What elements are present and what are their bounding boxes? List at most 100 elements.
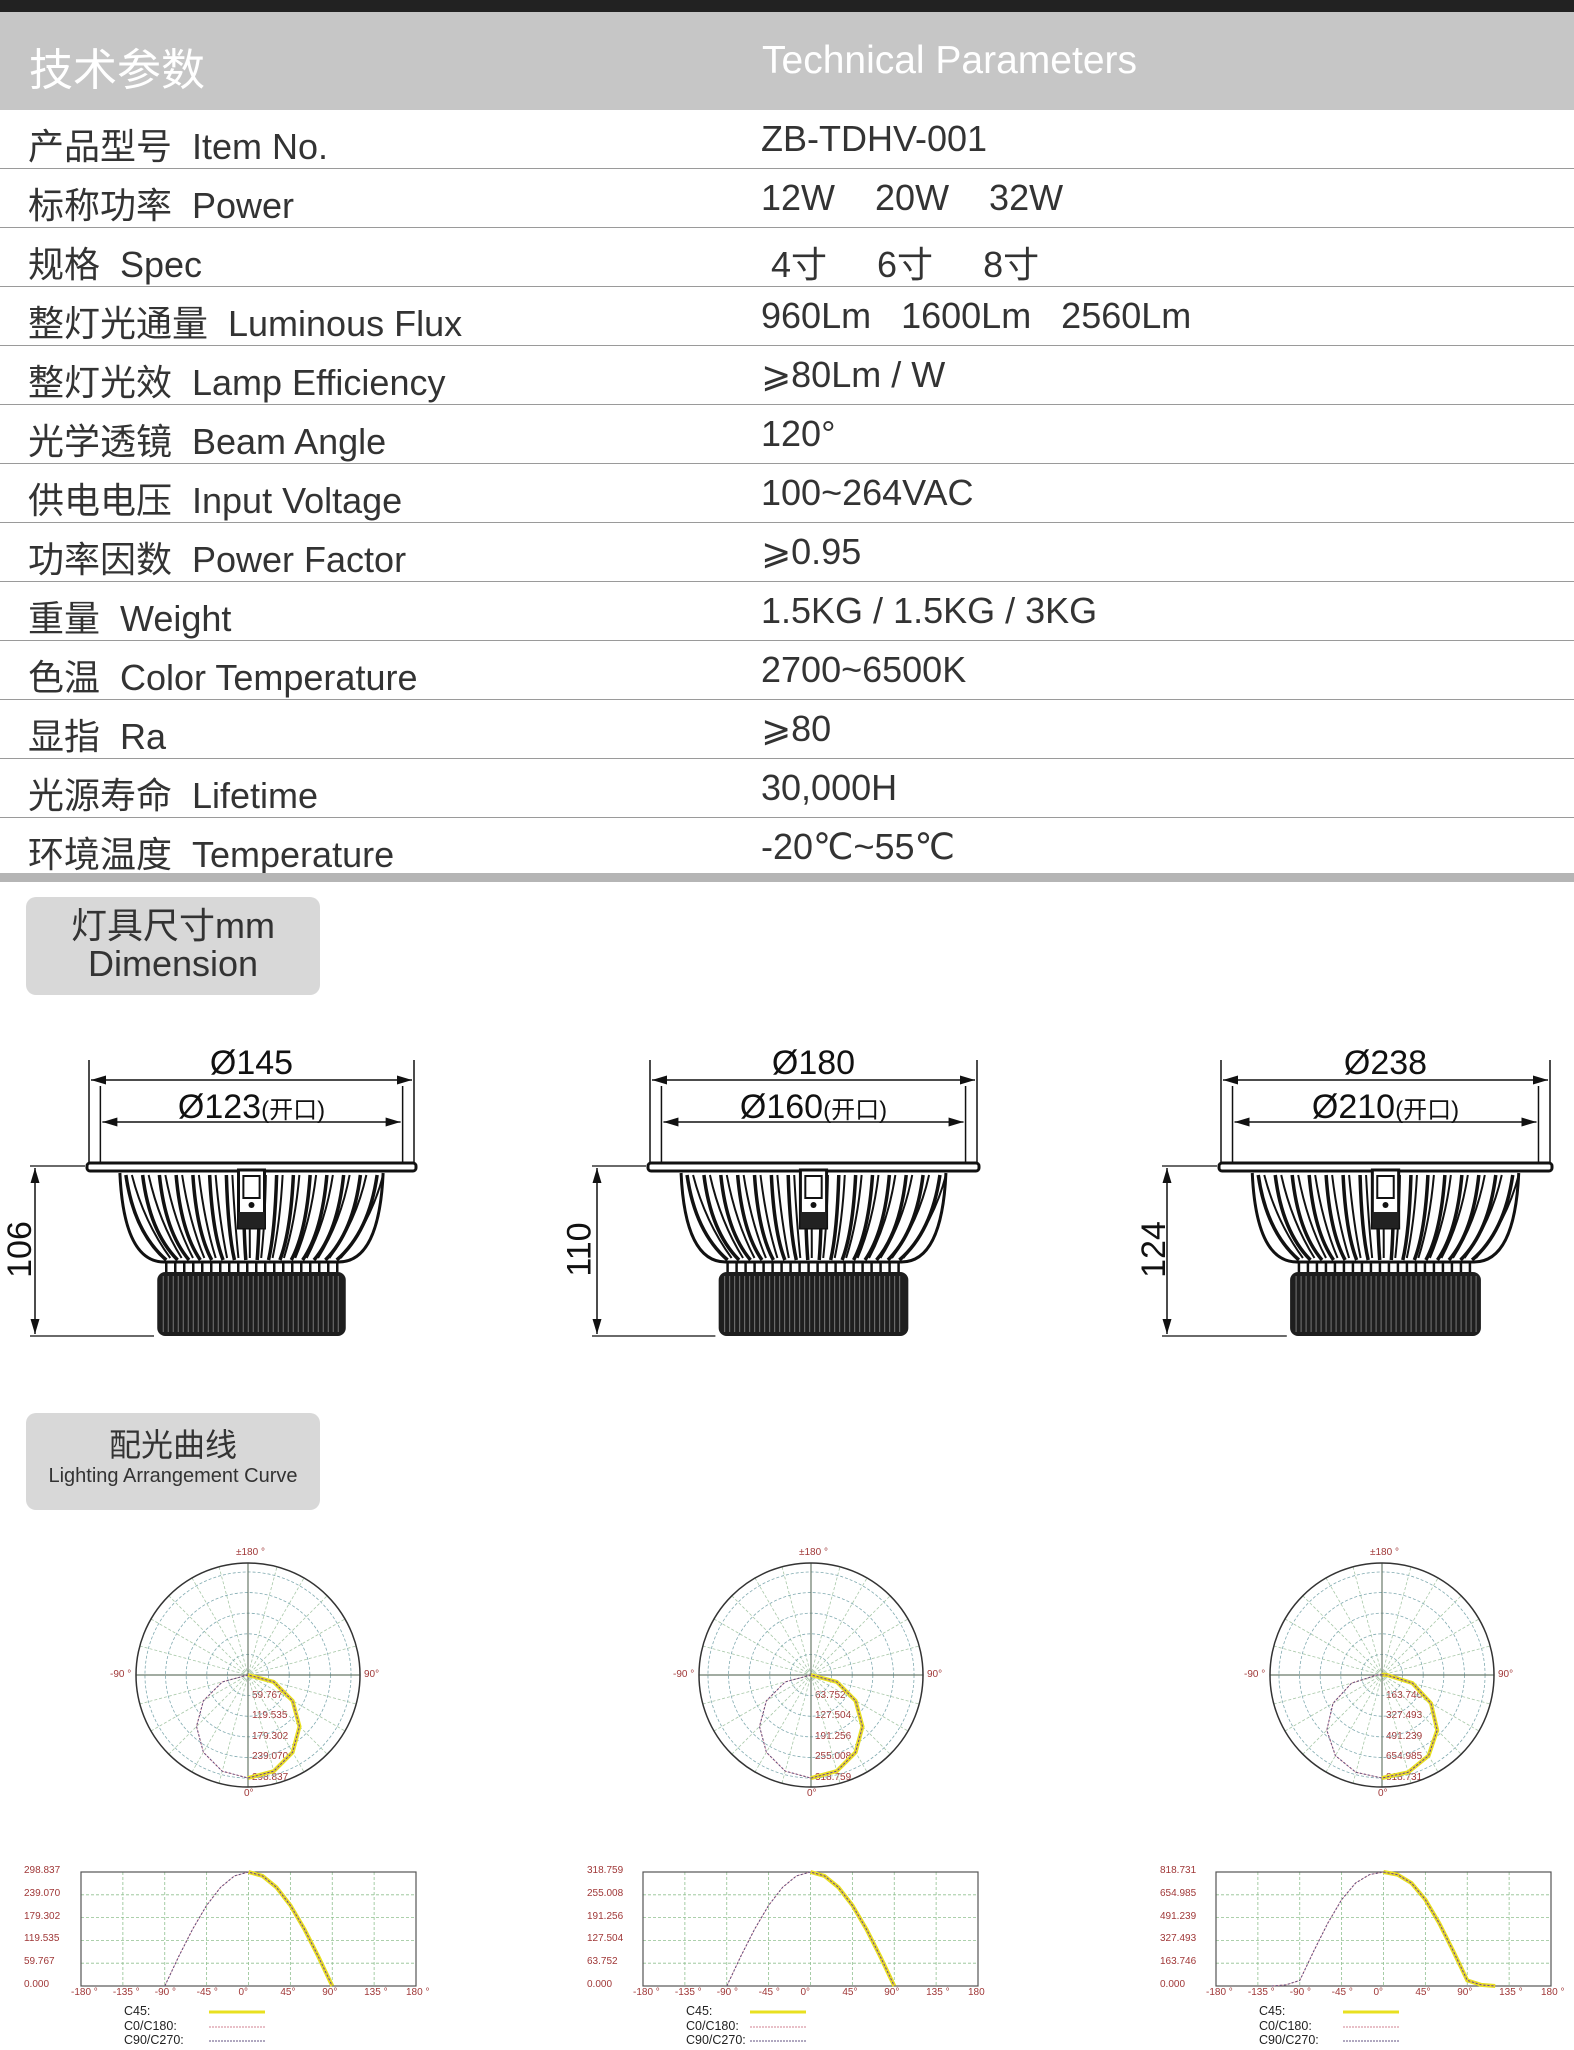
heatsink-fin <box>856 1174 880 1259</box>
heatsink-fin <box>702 1174 741 1262</box>
heatsink-outline <box>1250 1172 1521 1264</box>
y-tick-label: 327.493 <box>1160 1933 1197 1945</box>
heatsink-fin <box>1401 1174 1413 1261</box>
series-c0-c180 <box>1271 1871 1496 1987</box>
heatsink-fin <box>1440 1174 1469 1259</box>
spring-clip <box>237 1168 266 1230</box>
spec-label: 产品型号 Item No. <box>28 126 329 167</box>
heatsink-fin <box>803 1174 810 1261</box>
polar-ring <box>206 1633 290 1717</box>
inner-diameter-value: Ø160 <box>739 1088 824 1126</box>
heatsink-fin <box>793 1174 802 1259</box>
spec-value: ⩾0.95 <box>761 531 862 572</box>
spec-value: 960Lm 1600Lm 2560Lm <box>761 295 1192 336</box>
polar-label-bottom: 0° <box>1378 1788 1388 1799</box>
polar-spoke <box>754 1577 868 1773</box>
polar-ring-label: 818.731 <box>1386 1772 1423 1784</box>
heatsink-fin <box>708 1174 744 1259</box>
polar-ring-label: 59.767 <box>252 1689 283 1701</box>
inner-diameter-label: Ø123(开口) <box>178 1088 325 1127</box>
polar-ring <box>1278 1571 1486 1779</box>
y-tick-label: 191.256 <box>587 1910 624 1922</box>
polar-label-bottom: 0° <box>807 1788 817 1799</box>
heatsink-fin <box>1389 1174 1396 1261</box>
plot-frame <box>642 1871 979 1987</box>
x-tick-label: -135 ° <box>674 1987 702 1998</box>
curve-badge: 配光曲线 Lighting Arrangement Curve <box>26 1413 320 1510</box>
polar-spoke <box>1325 1577 1439 1773</box>
spec-value: 120° <box>761 413 836 454</box>
legend-label: C0/C180: <box>686 2019 739 2033</box>
polar-ring <box>1340 1633 1424 1717</box>
inner-diameter-label: Ø210(开口) <box>1312 1088 1459 1127</box>
spec-row: 显指 Ra⩾80 <box>0 700 1574 759</box>
x-tick-label: -45 ° <box>758 1987 780 1998</box>
heatsink-fin <box>1436 1174 1464 1262</box>
flange <box>1217 1161 1554 1173</box>
heatsink-fin <box>1375 1174 1382 1261</box>
clip-rivet <box>248 1202 255 1208</box>
x-tick-label: -180 ° <box>633 1987 660 1998</box>
heatsink-fin <box>1475 1174 1520 1259</box>
heatsink-fin <box>147 1174 183 1259</box>
heatsink-fin <box>769 1174 787 1261</box>
polar-spoke <box>168 1595 328 1755</box>
polar-spoke <box>1284 1618 1480 1732</box>
polar-label-bottom: 0° <box>244 1788 254 1799</box>
heatsink-fin <box>1297 1174 1327 1259</box>
polar-outline <box>135 1562 361 1788</box>
spec-row: 整灯光效 Lamp Efficiency⩾80Lm / W <box>0 346 1574 405</box>
heatsink-fin <box>742 1174 767 1259</box>
heatsink-fin <box>822 1174 829 1259</box>
series-c45 <box>247 1870 335 1987</box>
polar-spoke <box>713 1618 909 1732</box>
header-title-cn: 技术参数 <box>29 46 205 95</box>
heatsink-fin <box>879 1174 914 1259</box>
heatsink-fin <box>1365 1174 1374 1259</box>
polar-series-c90-c270 <box>195 1674 301 1779</box>
heatsink-fin <box>174 1174 202 1261</box>
polar-spoke <box>702 1645 920 1705</box>
heatsink-fin <box>294 1174 318 1259</box>
heatsink-fin <box>282 1174 301 1259</box>
x-tick-label: -135 ° <box>112 1987 140 1998</box>
outer-diameter-label: Ø145 <box>209 1044 294 1082</box>
height-label: 110 <box>560 1222 599 1277</box>
polar-ring <box>769 1633 853 1717</box>
y-tick-label: 491.239 <box>1160 1910 1197 1922</box>
x-tick-label: 90° <box>1457 1987 1473 1998</box>
heatsink-fin <box>845 1174 863 1259</box>
polar-ring <box>748 1612 874 1738</box>
heatsink-fin <box>1459 1174 1498 1262</box>
opening-note: (开口) <box>261 1097 326 1124</box>
spec-label: 重量 Weight <box>28 598 232 639</box>
polar-ring <box>707 1571 915 1779</box>
spec-value: 4寸 6寸 8寸 <box>761 244 1040 285</box>
spec-label: 环境温度 Temperature <box>28 834 395 875</box>
heatsink-fin <box>833 1174 846 1259</box>
spec-row: 规格 Spec 4寸 6寸 8寸 <box>0 228 1574 287</box>
polar-label-right: 90° <box>927 1669 943 1680</box>
series-c45 <box>809 1870 897 1987</box>
heatsink-fin <box>891 1174 931 1259</box>
polar-spoke <box>1284 1618 1480 1732</box>
table-bottom-rule <box>0 873 1574 882</box>
height-label: 106 <box>0 1221 39 1278</box>
polar-ring-label: 127.504 <box>815 1710 852 1722</box>
heatsink-fin <box>1412 1174 1430 1261</box>
polar-ring <box>728 1592 894 1758</box>
polar-chart <box>1269 1562 1495 1788</box>
x-tick-label: 45° <box>280 1987 296 1998</box>
y-tick-label: 818.731 <box>1160 1865 1197 1876</box>
spec-value: 12W 20W 32W <box>761 177 1064 218</box>
polar-ring <box>144 1571 352 1779</box>
spec-label: 功率因数 Power Factor <box>28 539 407 580</box>
heatsink-fin <box>1341 1174 1359 1261</box>
x-tick-label: 180 ° <box>1541 1987 1565 1998</box>
outer-diameter-label: Ø238 <box>1343 1044 1428 1082</box>
spring-clip <box>1370 1168 1401 1230</box>
spec-label: 供电电压 Input Voltage <box>28 480 403 521</box>
spec-value: 2700~6500K <box>761 649 967 690</box>
